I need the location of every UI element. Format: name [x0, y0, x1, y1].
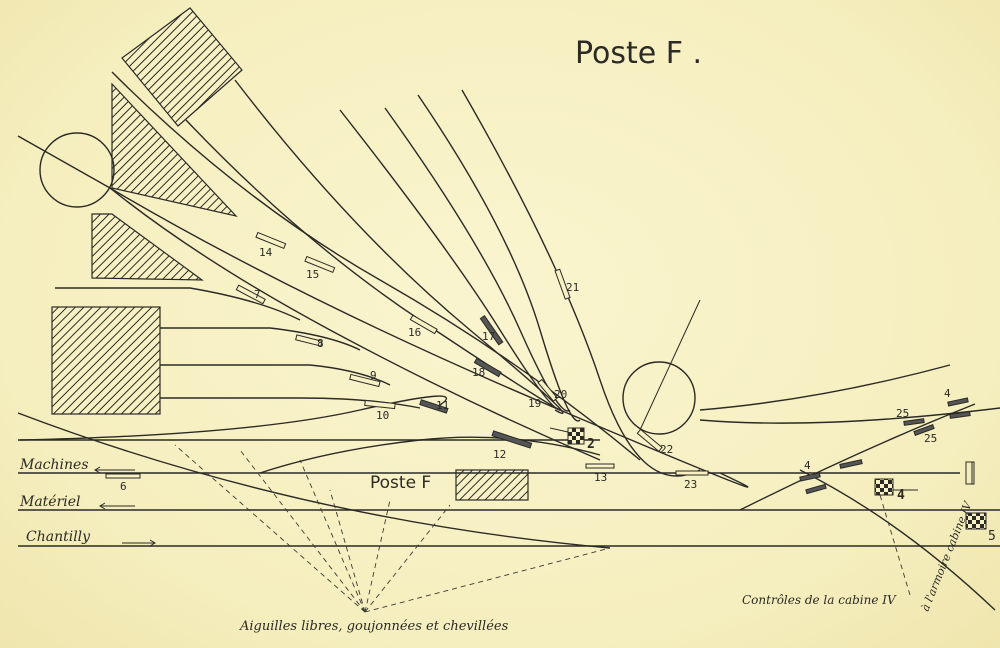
lever-18-label: 18	[472, 366, 485, 379]
lever-4a-label: 4	[804, 459, 811, 472]
lever-22-label: 22	[660, 443, 673, 456]
track-chantilly-label: Chantilly	[26, 529, 91, 545]
lever-11-label: 11	[436, 399, 449, 412]
building-poste-f	[455, 469, 529, 501]
dashed-links	[174, 444, 911, 613]
siding-7	[55, 287, 301, 321]
lever-25a-label: 25	[896, 407, 909, 420]
lever-21-label: 21	[566, 281, 579, 294]
signal-5-icon	[965, 512, 987, 530]
building-wedge-lower	[91, 213, 204, 281]
track-fan-2	[384, 107, 571, 412]
buildings	[51, 7, 529, 501]
track-materiel-label: Matériel	[19, 494, 81, 510]
lever-14-label: 14	[259, 246, 273, 259]
lever-15-label: 15	[306, 268, 319, 281]
building-shed-left	[51, 306, 161, 415]
lever-16-label: 16	[408, 326, 421, 339]
turntable-right	[622, 361, 696, 435]
lever-4c-label: 4	[944, 387, 951, 400]
lever-numbers: 14 15 7 8 9 10 11 12 13 16 17 18 19 20 2…	[120, 246, 996, 544]
siding-9	[160, 364, 391, 386]
lever-8-label: 8	[317, 337, 324, 350]
lever-9-label: 9	[370, 369, 377, 382]
building-wedge-upper	[111, 82, 238, 218]
buffer-stop-box	[965, 461, 975, 485]
track-crossover-mid	[259, 436, 601, 474]
track-crossover-left	[17, 412, 611, 549]
note-aiguilles: Aiguilles libres, goujonnées et chevillé…	[239, 619, 509, 634]
track-right-upper	[699, 364, 951, 411]
signal-4-icon	[874, 478, 894, 496]
lever-20-label: 20	[554, 388, 567, 401]
track-right-diag	[739, 403, 976, 511]
track-fan-1	[339, 109, 561, 411]
lever-12-label: 12	[493, 448, 506, 461]
page-title: Poste F .	[575, 36, 702, 71]
lever-23-label: 23	[684, 478, 697, 491]
siding-11	[19, 395, 447, 441]
arrow-materiel-icon	[99, 502, 135, 510]
lever-25b-label: 25	[924, 432, 937, 445]
signal-5-label: 5	[988, 529, 996, 544]
building-top-right	[121, 7, 243, 127]
lever-7-label: 7	[254, 288, 261, 301]
note-controles: Contrôles de la cabine IV	[742, 593, 897, 607]
track-diag-4	[185, 119, 561, 411]
poste-f-label: Poste F	[370, 473, 431, 493]
turntable-right-axis	[639, 299, 701, 431]
signal-2-icon	[567, 427, 585, 445]
track-right-mid	[699, 407, 1000, 424]
track-labels: Machines Matériel Chantilly	[19, 457, 156, 547]
lever-17-label: 17	[482, 330, 495, 343]
track-diag-2	[109, 187, 601, 461]
signal-4-label: 4	[897, 488, 905, 503]
lever-19-label: 19	[528, 397, 541, 410]
siding-10	[160, 397, 421, 409]
track-diag-main	[17, 135, 749, 488]
arrow-machines-icon	[94, 466, 135, 474]
track-fan-3	[417, 94, 581, 422]
lever-10-label: 10	[376, 409, 389, 422]
track-diag-3	[111, 71, 641, 461]
tracks	[17, 71, 1000, 611]
turntable-left	[39, 132, 115, 208]
note-armoire: à l'armoire cabine IV	[919, 499, 975, 613]
track-diag-5	[234, 79, 564, 414]
track-right-down	[799, 469, 996, 611]
lever-13-label: 13	[594, 471, 607, 484]
siding-8	[160, 327, 361, 351]
lever-6-label: 6	[120, 480, 127, 493]
track-fan-4	[461, 89, 701, 477]
lever-markers	[105, 231, 971, 495]
signal-cabins	[549, 427, 987, 530]
track-machines-label: Machines	[19, 457, 89, 473]
arrow-chantilly-icon	[122, 539, 156, 547]
signal-2-label: 2	[587, 437, 595, 452]
